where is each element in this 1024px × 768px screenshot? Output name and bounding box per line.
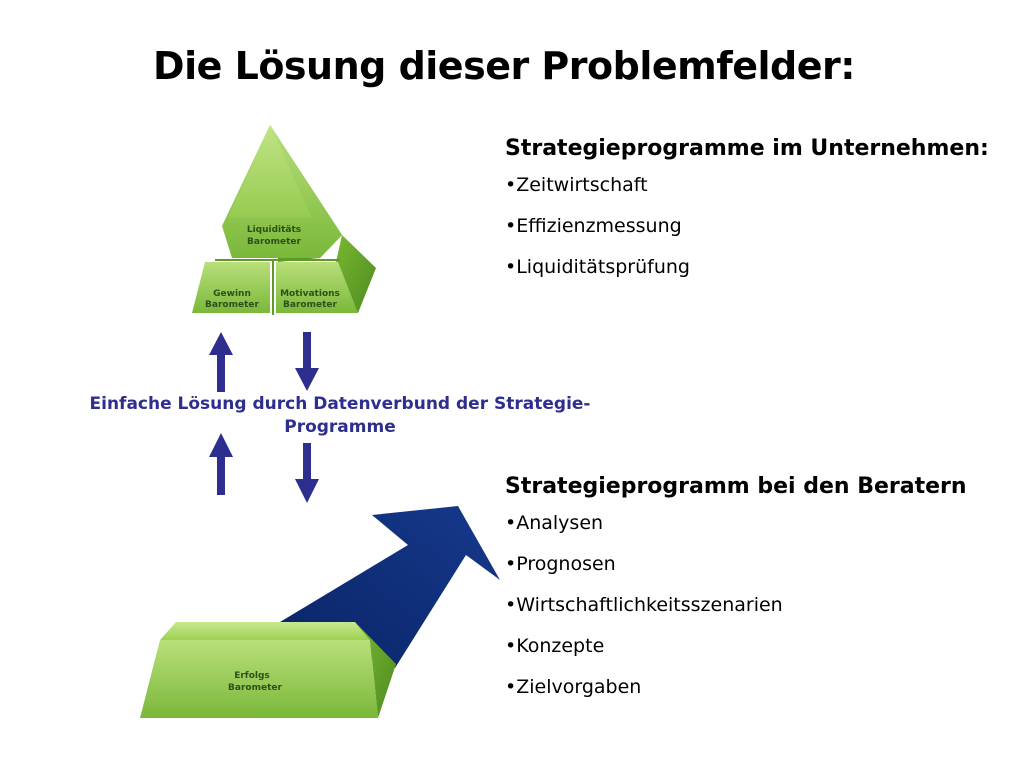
top-section-list: Zeitwirtschaft Effizienzmessung Liquidit… (505, 174, 1015, 298)
list-item: Zeitwirtschaft (505, 174, 1015, 216)
pyramid-left-block (192, 262, 270, 313)
base-block-front (140, 640, 378, 718)
bullet-icon (505, 594, 516, 616)
bullet-icon (505, 174, 516, 196)
pyramid: Liquiditäts Barometer Gewinn Barometer M… (192, 125, 376, 315)
slide-title: Die Lösung dieser Problemfelder: (153, 44, 855, 88)
list-item: Wirtschaftlichkeitsszenarien (505, 594, 1015, 636)
bottom-section: Strategieprogramm bei den Beratern Analy… (505, 474, 1015, 718)
bullet-icon (505, 256, 516, 278)
bottom-section-heading: Strategieprogramm bei den Beratern (505, 474, 967, 499)
list-item: Analysen (505, 512, 1015, 554)
list-item: Liquiditätsprüfung (505, 256, 1015, 298)
list-item: Konzepte (505, 635, 1015, 677)
base-block-top (160, 622, 370, 640)
pyramid-left-label-1: Gewinn (213, 289, 251, 299)
top-section-heading: Strategieprogramme im Unternehmen: (505, 136, 989, 161)
pyramid-left-label-2: Barometer (205, 300, 259, 310)
pyramid-top-label-1: Liquiditäts (247, 225, 301, 235)
base-label-1: Erfolgs (234, 671, 270, 681)
upper-up-arrow (209, 332, 233, 392)
center-label-line1: Einfache Lösung durch Datenverbund der S… (89, 394, 591, 414)
top-section: Strategieprogramme im Unternehmen: Zeitw… (505, 136, 1015, 298)
center-label: Einfache Lösung durch Datenverbund der S… (70, 393, 610, 439)
list-item: Prognosen (505, 553, 1015, 595)
upper-down-arrow (295, 332, 319, 391)
bullet-icon (505, 215, 516, 237)
list-item: Zielvorgaben (505, 676, 1015, 718)
bullet-icon (505, 512, 516, 534)
pyramid-top-label-2: Barometer (247, 237, 301, 247)
bullet-icon (505, 635, 516, 657)
pyramid-right-block (276, 262, 358, 313)
lower-up-arrow (209, 433, 233, 495)
base-label-2: Barometer (228, 683, 282, 693)
pyramid-top-block (228, 125, 312, 218)
list-item: Effizienzmessung (505, 215, 1015, 257)
bullet-icon (505, 553, 516, 575)
center-label-line2: Programme (284, 417, 396, 437)
base-block: Erfolgs Barometer (140, 622, 396, 718)
base-block-right (355, 622, 396, 718)
pyramid-right-label-2: Barometer (283, 300, 337, 310)
bottom-section-list: Analysen Prognosen Wirtschaftlichkeitssz… (505, 512, 1015, 718)
pyramid-right-label-1: Motivations (280, 289, 340, 299)
lower-down-arrow (295, 443, 319, 503)
bullet-icon (505, 676, 516, 698)
